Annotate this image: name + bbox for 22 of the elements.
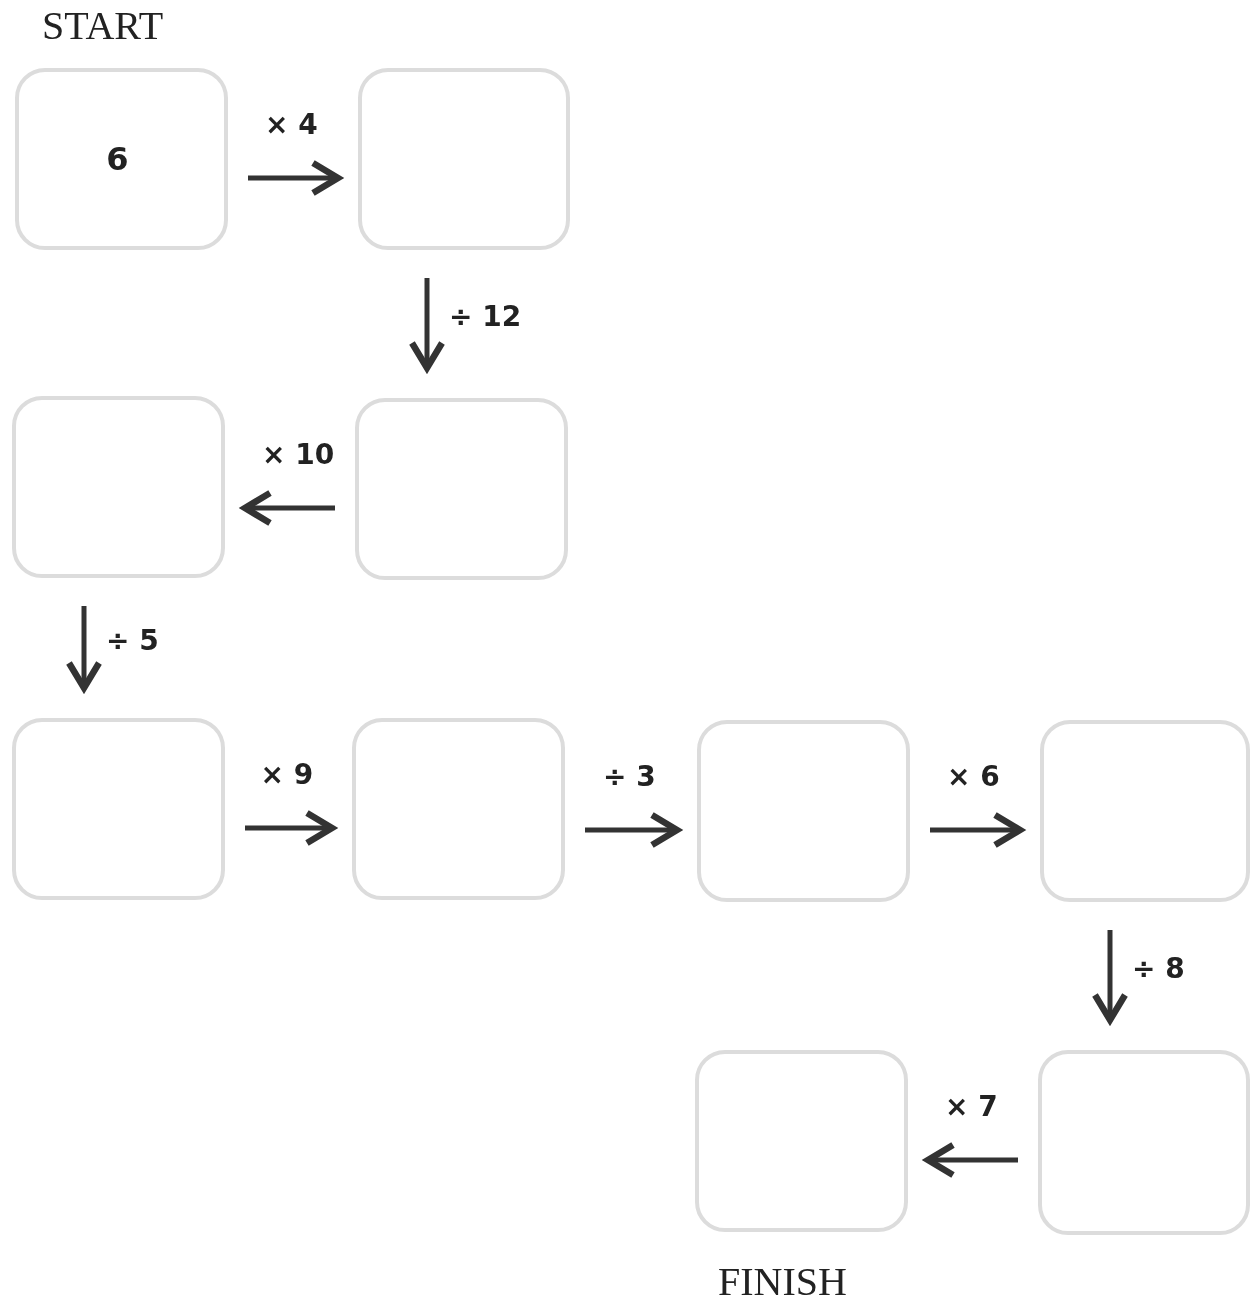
arrow (248, 159, 342, 197)
answer-box (697, 720, 910, 902)
answer-box (1040, 720, 1250, 902)
arrow (930, 811, 1024, 849)
answer-box (1038, 1050, 1250, 1235)
arrow (408, 278, 446, 372)
answer-box (12, 718, 225, 900)
arrow (245, 809, 336, 847)
answer-box (358, 68, 570, 250)
start-label: START (42, 2, 164, 49)
answer-box (695, 1050, 908, 1232)
answer-box (352, 718, 565, 900)
arrow (241, 489, 335, 527)
arrow (65, 606, 103, 692)
arrow (924, 1141, 1018, 1179)
number: 6 (106, 140, 129, 178)
arrow (585, 811, 681, 849)
answer-box (15, 68, 228, 250)
answer-box (12, 396, 225, 578)
answer-box (355, 398, 568, 580)
finish-label: FINISH (718, 1258, 847, 1305)
arrow (1091, 930, 1129, 1024)
